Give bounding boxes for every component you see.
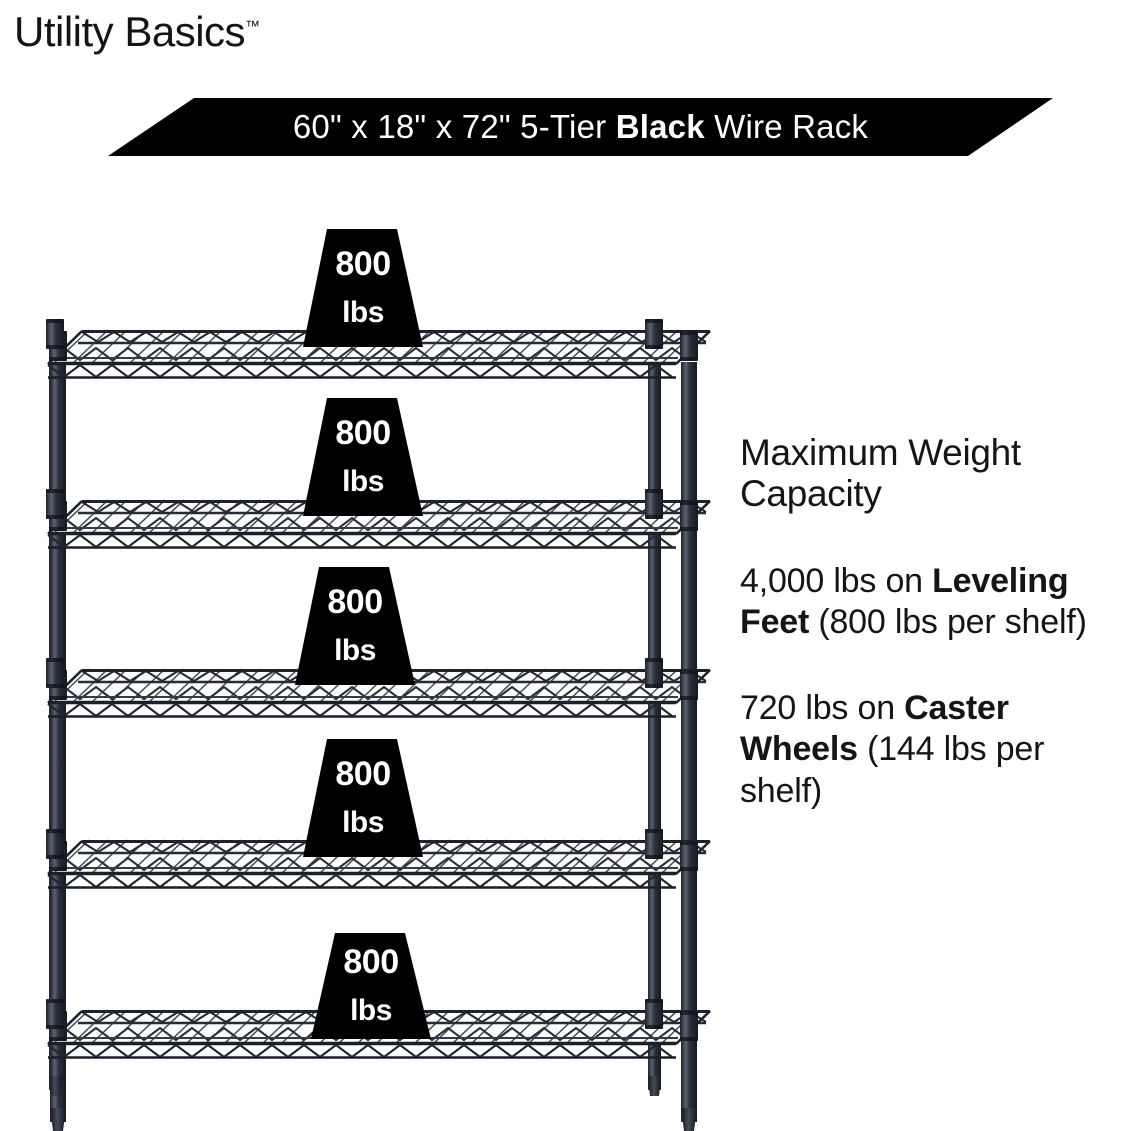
load-badge-tier-1: 800 lbs xyxy=(299,229,427,347)
leveling-feet-bold: Leveling Feet xyxy=(740,561,1069,642)
leveling-feet-lead: 4,000 lbs on xyxy=(740,561,933,600)
trademark-symbol: ™ xyxy=(245,18,261,35)
caster-wheels-bold: Caster Wheels xyxy=(740,688,1009,769)
caster-wheels-lead: 720 lbs on xyxy=(740,688,905,727)
capacity-copy-block: Maximum Weight Capacity 4,000 lbs on Lev… xyxy=(740,432,1132,812)
capacity-line-caster-wheels: 720 lbs on Caster Wheels (144 lbs per sh… xyxy=(740,688,1132,812)
load-badge-tier-5: 800 lbs xyxy=(307,933,435,1039)
load-badge-tier-4: 800 lbs xyxy=(299,739,427,857)
brand-name: Utility Basics xyxy=(14,8,246,55)
load-badge-tier-2: 800 lbs xyxy=(299,398,427,516)
capacity-line-leveling-feet: 4,000 lbs on Leveling Feet (800 lbs per … xyxy=(740,561,1132,644)
capacity-heading: Maximum Weight Capacity xyxy=(740,432,1021,515)
load-badge-tier-3: 800 lbs xyxy=(291,567,419,685)
title-banner-shape xyxy=(108,98,1053,156)
leveling-feet-tail: (800 lbs per shelf) xyxy=(809,603,1087,642)
caster-wheels-tail: (144 lbs per shelf) xyxy=(740,730,1045,810)
wire-rack-illustration xyxy=(28,316,728,1131)
brand-wordmark: Utility Basics™ xyxy=(14,8,260,56)
